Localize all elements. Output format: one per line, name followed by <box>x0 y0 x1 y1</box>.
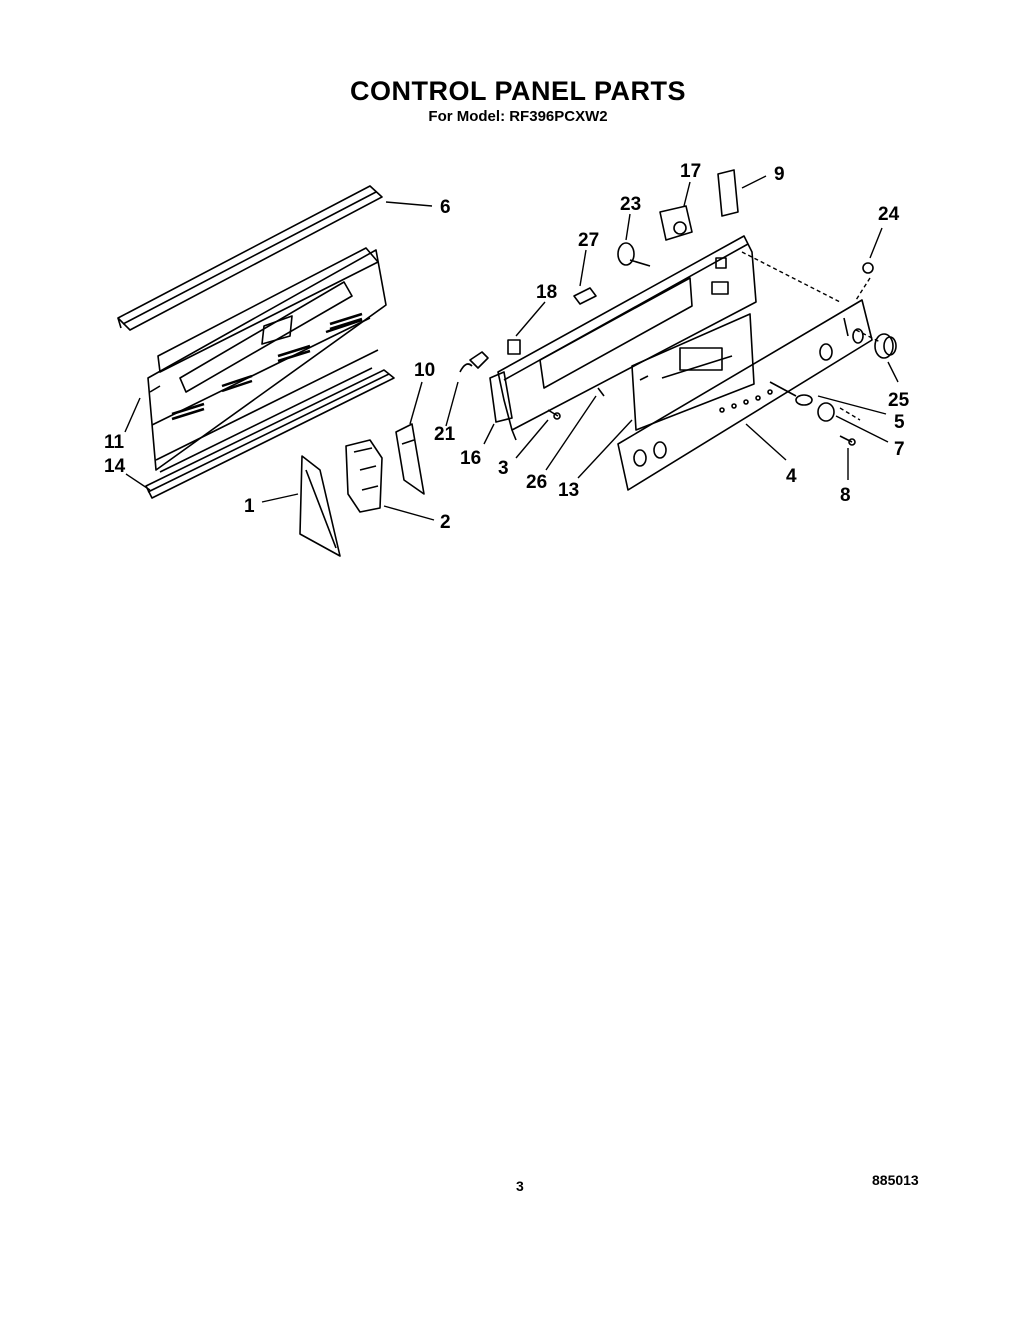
part-21-clip <box>459 351 489 373</box>
part-7-knob <box>817 402 835 422</box>
callout-leaders <box>124 175 899 521</box>
part-16-frame-end <box>489 371 513 423</box>
control-panel-frame <box>497 235 757 441</box>
part-2-end-cap-bracket <box>345 439 383 513</box>
part-27-clip <box>573 287 597 305</box>
callout-23: 23 <box>620 194 641 215</box>
callout-10: 10 <box>414 360 435 381</box>
part-13-control-board <box>631 313 755 431</box>
part-6-trim-strip <box>117 185 383 331</box>
callout-1: 1 <box>244 496 255 517</box>
part-1-end-cap <box>299 455 341 557</box>
callout-27: 27 <box>578 230 599 251</box>
callout-3: 3 <box>498 458 509 479</box>
callout-14: 14 <box>104 456 126 477</box>
part-23-knob-shaft <box>617 242 651 267</box>
callout-13: 13 <box>558 480 579 501</box>
callout-25: 25 <box>888 390 910 411</box>
part-11-backguard-panel <box>147 247 387 471</box>
callout-labels: 1 2 3 4 5 6 7 8 9 10 11 13 14 16 17 18 2… <box>104 161 910 533</box>
page-title: CONTROL PANEL PARTS <box>349 76 687 106</box>
callout-17: 17 <box>680 161 701 182</box>
part-4-overlay-panel <box>617 299 873 491</box>
callout-24: 24 <box>878 204 900 225</box>
callout-16: 16 <box>460 448 481 469</box>
part-25-knob <box>874 333 897 359</box>
part-8-screw <box>839 435 856 446</box>
part-10-bracket <box>395 423 425 495</box>
callout-7: 7 <box>894 439 905 460</box>
page-number: 3 <box>516 1178 524 1194</box>
part-5-button <box>769 381 813 406</box>
part-3-screw <box>547 409 561 420</box>
callout-6: 6 <box>440 197 451 218</box>
callout-5: 5 <box>894 412 905 433</box>
callout-11: 11 <box>104 432 125 453</box>
part-14-lower-channel <box>145 367 395 499</box>
document-id: 885013 <box>872 1172 919 1188</box>
part-9-relay <box>717 169 739 217</box>
callout-26: 26 <box>526 472 547 493</box>
callout-9: 9 <box>774 164 785 185</box>
callout-21: 21 <box>434 424 456 445</box>
part-18-switch <box>507 339 521 355</box>
callout-2: 2 <box>440 512 451 533</box>
part-26-pin <box>597 387 605 397</box>
part-17-switch-assembly <box>659 205 693 241</box>
part-24-nut <box>862 262 874 274</box>
callout-4: 4 <box>786 466 797 487</box>
callout-8: 8 <box>840 485 851 506</box>
model-subtitle: For Model: RF396PCXW2 <box>428 108 608 125</box>
callout-18: 18 <box>536 282 557 303</box>
